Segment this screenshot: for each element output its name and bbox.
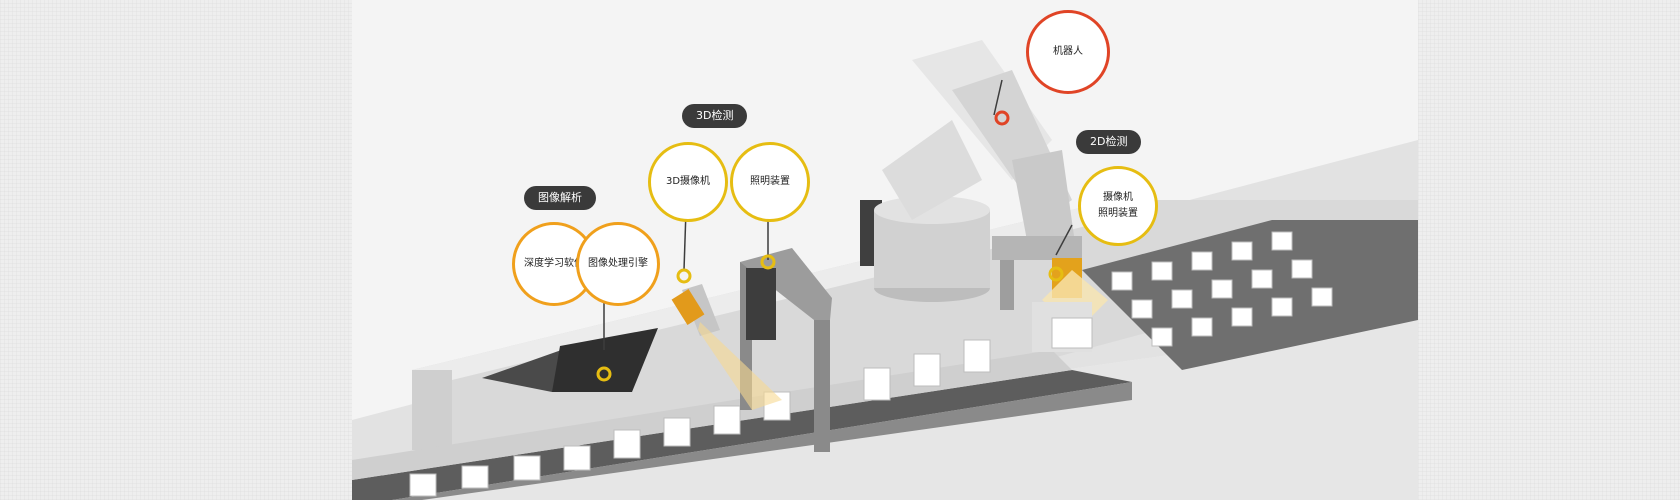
factory-scene: 图像解析 深度学习软件 图像处理引擎 3D检测 3D摄像机 照明装置 机器人 2…	[352, 0, 1418, 500]
products	[409, 339, 991, 497]
scene-illustration	[352, 40, 1418, 500]
camera-3d-body	[671, 288, 705, 326]
inspected-product	[1051, 317, 1093, 349]
laptop-screen	[552, 328, 658, 392]
lighting-unit	[746, 268, 776, 340]
highlight-rings	[596, 110, 1064, 382]
robot-arm	[860, 40, 1082, 310]
image-analysis-pill: 图像解析	[524, 186, 596, 210]
robot-label: 机器人	[1053, 46, 1083, 57]
camera-3d-label: 3D摄像机	[665, 176, 711, 187]
camera-lighting-2d-bubble: 摄像机 照明装置	[1078, 166, 1158, 246]
lighting-3d-bubble: 照明装置	[730, 142, 810, 222]
deep-learning-label: 深度学习软件	[524, 258, 584, 269]
left-background-pattern	[0, 0, 352, 500]
detection-2d-pill: 2D检测	[1076, 130, 1142, 154]
image-engine-label: 图像处理引擎	[588, 258, 648, 269]
platform-edge	[412, 370, 452, 450]
camera-3d-bubble: 3D摄像机	[648, 142, 728, 222]
camera-3d-beam	[698, 322, 782, 410]
conveyor-rail	[352, 350, 1072, 480]
detection-3d-pill: 3D检测	[682, 104, 748, 128]
lighting-3d-label: 照明装置	[750, 176, 790, 187]
robot-bubble: 机器人	[1026, 10, 1110, 94]
image-engine-bubble: 图像处理引擎	[576, 222, 660, 306]
conveyor-belt	[352, 370, 1132, 500]
tray-products	[1111, 231, 1333, 347]
camera-lighting-2d-label: 摄像机 照明装置	[1098, 192, 1138, 219]
right-background-pattern	[1418, 0, 1680, 500]
frame-post-right	[814, 320, 830, 452]
